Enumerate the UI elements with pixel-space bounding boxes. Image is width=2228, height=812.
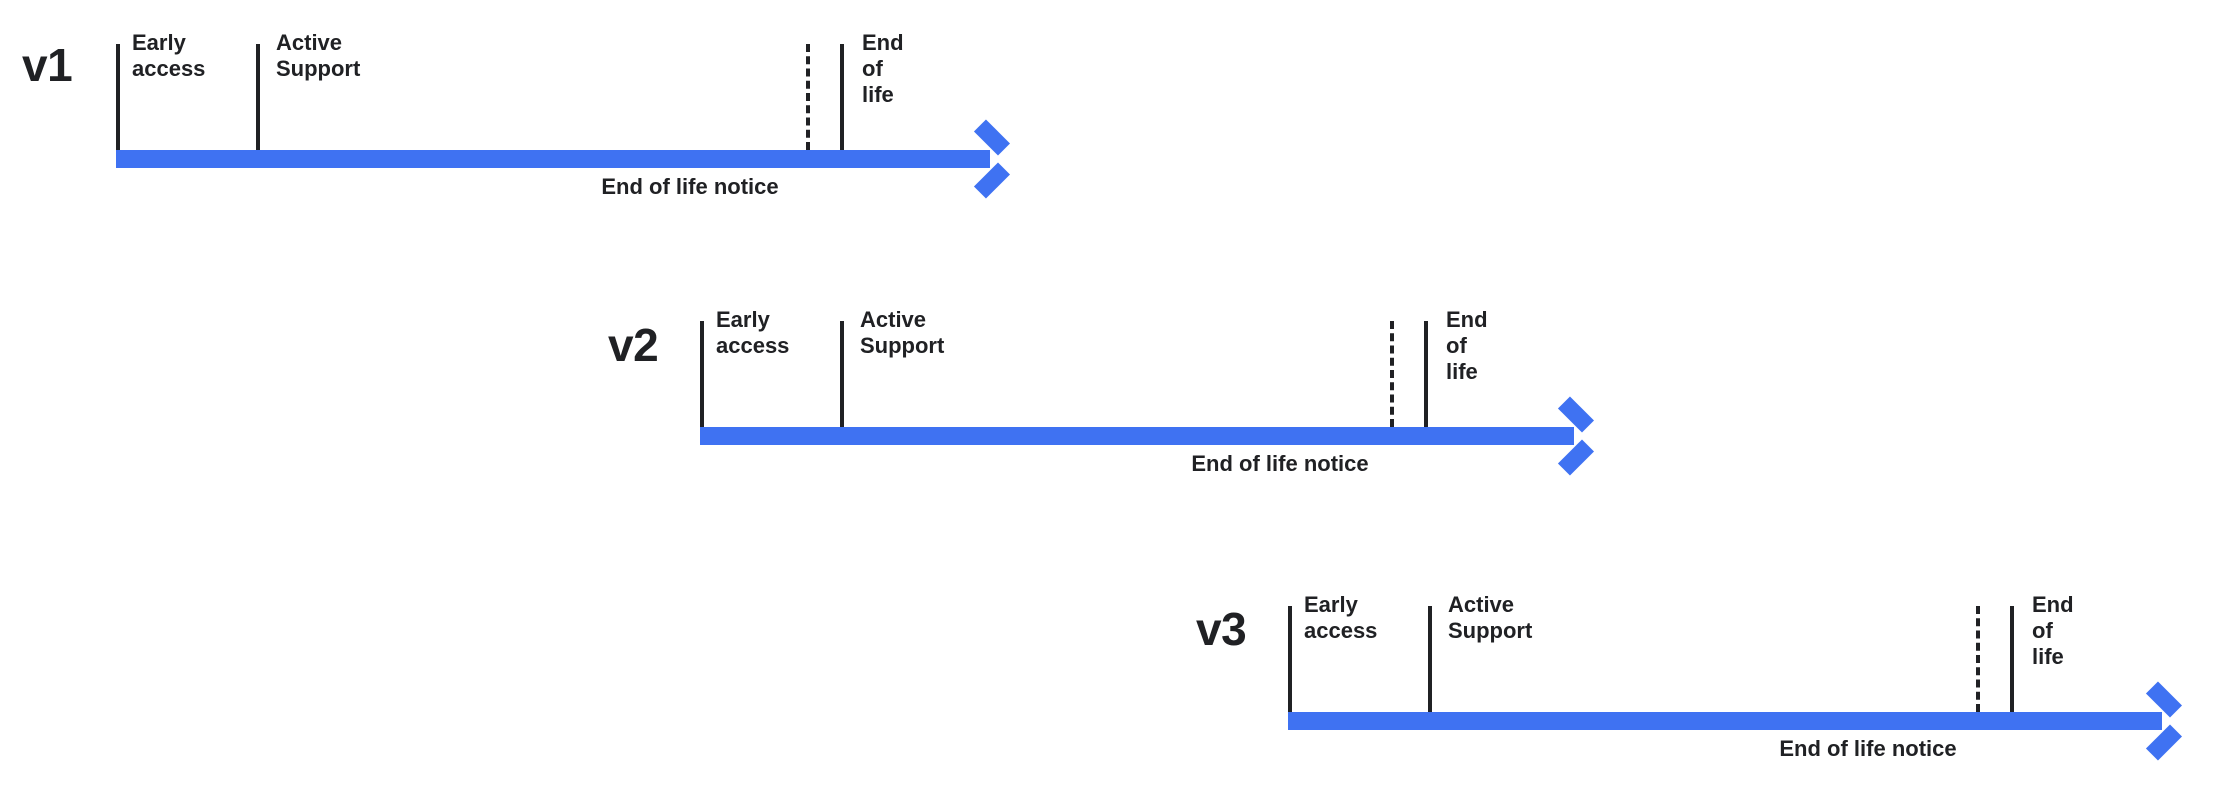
phase-divider-end-of-life-v2 xyxy=(1424,321,1428,427)
end-of-life-notice-marker-v3 xyxy=(1976,606,1980,712)
end-of-life-notice-marker-v1 xyxy=(806,44,810,150)
end-of-life-notice-marker-v2 xyxy=(1390,321,1394,427)
phase-divider-early-access-v2 xyxy=(700,321,704,427)
end-of-life-notice-label-v1: End of life notice xyxy=(601,174,779,199)
arrow-head-icon-v2 xyxy=(1552,396,1598,476)
phase-divider-early-access-v1 xyxy=(116,44,120,150)
phase-label-active-support-v2: Active Support xyxy=(860,307,945,358)
phase-divider-active-support-v3 xyxy=(1428,606,1432,712)
version-label-v2: v2 xyxy=(608,319,659,371)
phase-label-end-of-life-v1: End of life xyxy=(862,30,904,107)
end-of-life-notice-label-v2: End of life notice xyxy=(1191,451,1369,476)
phase-label-end-of-life-v2: End of life xyxy=(1446,307,1488,384)
phase-label-early-access-v1: Early access xyxy=(132,30,206,81)
timeline-track-v2 xyxy=(700,427,1574,445)
phase-label-early-access-v2: Early access xyxy=(716,307,790,358)
phase-label-active-support-v1: Active Support xyxy=(276,30,361,81)
timeline-track-v3 xyxy=(1288,712,2162,730)
end-of-life-notice-label-v3: End of life notice xyxy=(1779,736,1957,761)
phase-divider-active-support-v1 xyxy=(256,44,260,150)
phase-divider-active-support-v2 xyxy=(840,321,844,427)
phase-label-active-support-v3: Active Support xyxy=(1448,592,1533,643)
phase-divider-early-access-v3 xyxy=(1288,606,1292,712)
version-label-v1: v1 xyxy=(22,39,73,91)
phase-divider-end-of-life-v1 xyxy=(840,44,844,150)
version-label-v3: v3 xyxy=(1196,603,1247,655)
arrow-head-icon-v1 xyxy=(968,119,1014,199)
phase-label-end-of-life-v3: End of life xyxy=(2032,592,2074,669)
phase-divider-end-of-life-v3 xyxy=(2010,606,2014,712)
arrow-head-icon-v3 xyxy=(2140,681,2186,761)
phase-label-early-access-v3: Early access xyxy=(1304,592,1378,643)
timeline-track-v1 xyxy=(116,150,990,168)
